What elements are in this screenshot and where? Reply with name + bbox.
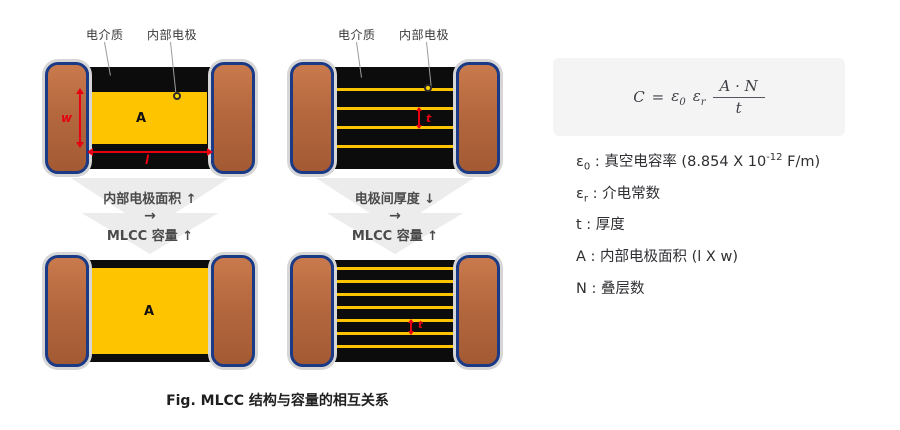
legend-item-thickness: t : 厚度 [576, 217, 625, 234]
formula-card: C = ε0 εr A · N t [553, 58, 845, 136]
transition-right: 电极间厚度 ↓ → MLCC 容量 ↑ [305, 178, 485, 254]
effect-text: MLCC 容量 ↑ [106, 229, 194, 244]
w-label: w [61, 111, 73, 125]
t-dimension [408, 319, 413, 335]
l-label: l [145, 153, 150, 167]
electrode-layer [320, 332, 470, 335]
dielectric-label: 电介质 [338, 28, 376, 42]
left-termination [290, 62, 334, 174]
left-termination [45, 255, 89, 367]
symbol-legend: ε0 : 真空电容率 (8.854 X 10-12 F/m) εr : 介电常数… [576, 151, 820, 301]
electrode-layer [320, 306, 470, 309]
implies-arrow: → [144, 208, 156, 224]
l-dimension [87, 148, 213, 156]
t-label: t [418, 320, 423, 331]
electrode-layer [320, 267, 470, 270]
legend-item-area: A : 内部电极面积 (l X w) [576, 248, 738, 265]
electrode-layer [320, 345, 470, 348]
implies-arrow: → [389, 208, 401, 224]
figure-caption: Fig. MLCC 结构与容量的相互关系 [166, 393, 389, 409]
mlcc-top-left: A w l [45, 62, 255, 174]
legend-item-layers: N : 叠层数 [576, 280, 645, 297]
legend-item-epsilonr: εr : 介电常数 [576, 185, 661, 205]
electrode-layer [320, 145, 470, 148]
right-termination [456, 255, 500, 367]
formula-fraction: A · N t [712, 77, 765, 118]
t-label: t [426, 112, 432, 125]
effect-text: MLCC 容量 ↑ [351, 229, 439, 244]
legend-item-epsilon0: ε0 : 真空电容率 (8.854 X 10-12 F/m) [576, 152, 821, 173]
right-termination [456, 62, 500, 174]
electrode-layer [320, 107, 470, 110]
inner-electrode-label: 内部电极 [147, 28, 198, 42]
cause-text: 电极间厚度 ↓ [354, 192, 436, 207]
mlcc-bottom-left: A [45, 255, 255, 367]
cause-text: 内部电极面积 ↑ [103, 192, 197, 207]
electrode-layer [320, 280, 470, 283]
electrode-layer [320, 293, 470, 296]
electrode-dot [424, 84, 432, 92]
formula-denominator: t [735, 98, 742, 117]
area-label: A [143, 303, 155, 319]
mlcc-top-right: t [290, 62, 500, 174]
formula-equals: = [651, 88, 665, 106]
formula-numerator: A · N [712, 77, 765, 98]
left-termination [290, 255, 334, 367]
electrode-dot [173, 92, 181, 100]
dielectric-label: 电介质 [86, 28, 124, 42]
electrode-area-large: A [73, 268, 225, 354]
left-termination [45, 62, 89, 174]
dielectric-body [308, 67, 482, 169]
epsilon-r: εr [692, 86, 706, 108]
epsilon-0: ε0 [671, 86, 686, 108]
formula-lhs: C [633, 88, 645, 106]
t-dimension [416, 107, 421, 129]
w-dimension [76, 88, 84, 148]
electrode-layer [320, 319, 470, 322]
capacitance-formula: C = ε0 εr A · N t [633, 77, 765, 118]
right-termination [211, 255, 255, 367]
area-label: A [135, 110, 147, 126]
electrode-layer [320, 126, 470, 129]
transition-left: 内部电极面积 ↑ → MLCC 容量 ↑ [60, 178, 240, 254]
right-termination [211, 62, 255, 174]
mlcc-bottom-right: t [290, 255, 500, 367]
electrode-area: A [75, 92, 207, 144]
electrode-layer [320, 88, 470, 91]
inner-electrode-label: 内部电极 [399, 28, 450, 42]
